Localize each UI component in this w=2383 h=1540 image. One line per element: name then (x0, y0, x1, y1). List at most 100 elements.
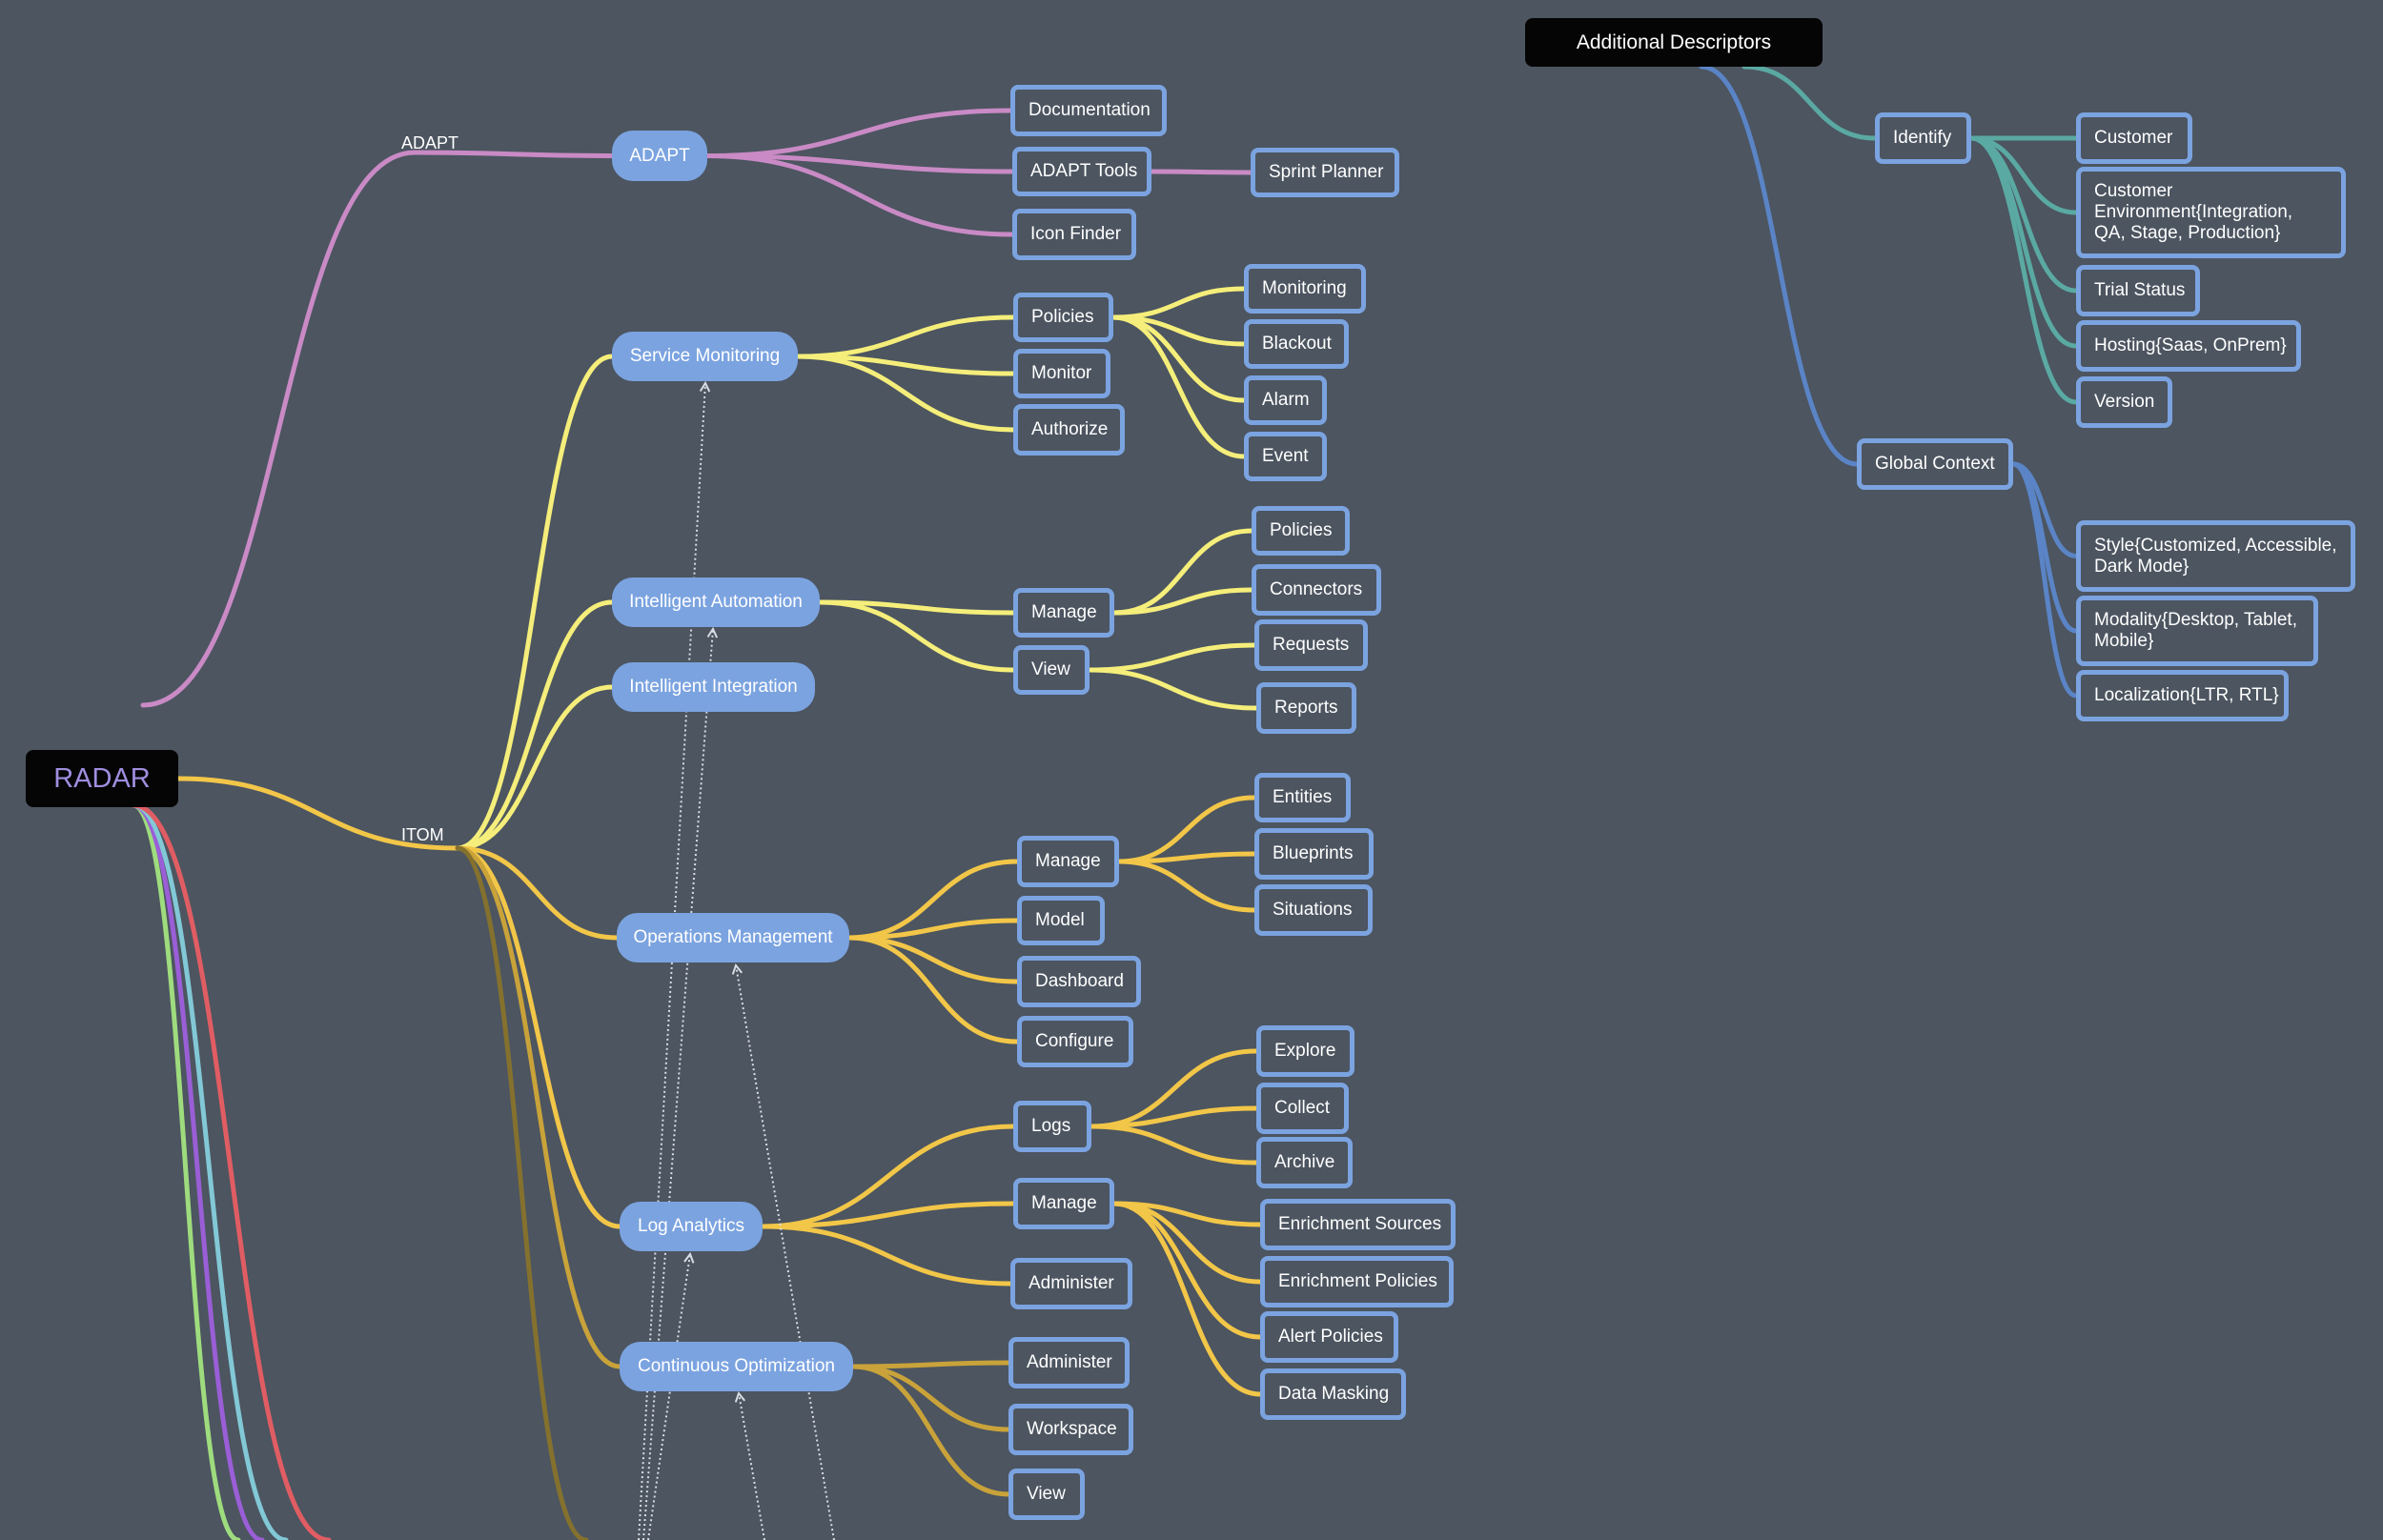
connector-itom-log_analytics (455, 845, 622, 1229)
node-blueprints[interactable]: Blueprints (1254, 828, 1374, 880)
additional-descriptors-node[interactable]: Additional Descriptors (1525, 18, 1823, 67)
crosslink-intelligent-automation-arrowhead (706, 626, 719, 638)
connector-operations_management-om_dashboard (846, 935, 1020, 984)
connector-root-offscreen-1 (131, 802, 265, 1540)
connector-la_logs-logs_archive (1089, 1124, 1259, 1165)
node-policies[interactable]: Policies (1252, 506, 1350, 556)
node-event[interactable]: Event (1244, 432, 1327, 481)
node-continuous-optimization[interactable]: Continuous Optimization (620, 1342, 853, 1391)
root-node-radar[interactable]: RADAR (26, 750, 178, 807)
connector-itom-operations_management (455, 845, 620, 941)
connector-ia_manage-iam_policies (1111, 528, 1254, 616)
node-explore[interactable]: Explore (1256, 1025, 1354, 1077)
node-manage[interactable]: Manage (1013, 588, 1114, 638)
node-enrichment-sources[interactable]: Enrichment Sources (1260, 1199, 1456, 1250)
node-identify[interactable]: Identify (1875, 112, 1971, 164)
connector-identify-id_hosting (1968, 135, 2079, 349)
node-log-analytics[interactable]: Log Analytics (620, 1202, 763, 1251)
crosslink-continuous-optimization-arrowhead (734, 1390, 746, 1403)
connector-itom-offscreen (455, 845, 589, 1540)
node-situations[interactable]: Situations (1254, 884, 1373, 936)
connector-ia_manage-iam_connectors (1111, 587, 1254, 616)
node-policies[interactable]: Policies (1013, 293, 1113, 342)
node-localization[interactable]: Localization{LTR, RTL} (2076, 670, 2289, 721)
connector-root-offscreen-3 (131, 802, 332, 1540)
crosslink-continuous-optimization (738, 1392, 765, 1540)
connector-la_logs-logs_explore (1089, 1048, 1259, 1129)
node-adapt[interactable]: ADAPT (612, 131, 707, 181)
connector-itom-continuous_optimization (455, 845, 622, 1369)
node-collect[interactable]: Collect (1256, 1083, 1349, 1134)
connector-om_manage-omm_situations (1116, 859, 1257, 913)
node-alert-policies[interactable]: Alert Policies (1260, 1311, 1398, 1363)
connector-root-offscreen-2 (131, 802, 289, 1540)
connector-itom-intelligent_integration (455, 684, 615, 851)
connector-global_context-gc_localization (2010, 461, 2079, 699)
connector-adapt-icon_finder (704, 153, 1015, 237)
crosslink-operations-management (735, 964, 835, 1540)
node-service-monitoring[interactable]: Service Monitoring (612, 332, 798, 381)
node-documentation[interactable]: Documentation (1010, 85, 1167, 136)
node-icon-finder[interactable]: Icon Finder (1012, 209, 1136, 260)
connector-continuous_optimization-co_view (850, 1364, 1011, 1497)
connector-sm_policies-pol_event (1110, 314, 1247, 459)
node-requests[interactable]: Requests (1254, 619, 1368, 671)
connector-adapt-label (412, 150, 615, 158)
node-intelligent-automation[interactable]: Intelligent Automation (612, 578, 820, 627)
node-blackout[interactable]: Blackout (1244, 319, 1349, 369)
node-logs[interactable]: Logs (1013, 1101, 1091, 1152)
crosslink-log-analytics (647, 1253, 691, 1540)
node-hosting[interactable]: Hosting{Saas, OnPrem} (2076, 320, 2301, 372)
connector-log_analytics-la_administer (760, 1224, 1013, 1287)
connector-service_monitoring-sm_policies (795, 314, 1016, 359)
node-connectors[interactable]: Connectors (1252, 564, 1381, 616)
node-monitoring[interactable]: Monitoring (1244, 264, 1366, 314)
node-enrichment-policies[interactable]: Enrichment Policies (1260, 1256, 1454, 1307)
connector-sm_policies-pol_monitoring (1110, 286, 1247, 320)
connector-additional-identify (1741, 64, 1878, 141)
node-operations-management[interactable]: Operations Management (617, 913, 849, 962)
node-alarm[interactable]: Alarm (1244, 375, 1327, 425)
connector-identify-id_version (1968, 135, 2079, 405)
node-administer[interactable]: Administer (1008, 1337, 1130, 1388)
node-global-context[interactable]: Global Context (1857, 438, 2013, 490)
node-style[interactable]: Style{Customized, Accessible, Dark Mode} (2076, 520, 2355, 592)
node-adapt-tools[interactable]: ADAPT Tools (1012, 147, 1151, 196)
connector-continuous_optimization-co_administer (850, 1360, 1011, 1369)
node-configure[interactable]: Configure (1017, 1016, 1133, 1067)
node-trial-status[interactable]: Trial Status (2076, 265, 2200, 316)
branch-label-itom: ITOM (401, 825, 444, 844)
node-archive[interactable]: Archive (1256, 1137, 1353, 1188)
connector-operations_management-om_manage (846, 859, 1020, 941)
node-version[interactable]: Version (2076, 376, 2172, 428)
node-view[interactable]: View (1008, 1469, 1085, 1520)
node-sprint-planner[interactable]: Sprint Planner (1251, 148, 1399, 197)
node-modality[interactable]: Modality{Desktop, Tablet, Mobile} (2076, 596, 2318, 666)
node-view[interactable]: View (1013, 645, 1090, 695)
node-entities[interactable]: Entities (1254, 773, 1351, 822)
connector-la_manage-lam_data_masking (1111, 1201, 1263, 1397)
node-dashboard[interactable]: Dashboard (1017, 956, 1141, 1007)
node-customer-environment[interactable]: Customer Environment{Integration, QA, St… (2076, 167, 2346, 258)
connector-log_analytics-la_manage (760, 1201, 1016, 1229)
node-manage[interactable]: Manage (1013, 1178, 1114, 1229)
connector-root-itom (175, 776, 460, 851)
node-customer[interactable]: Customer (2076, 112, 2192, 164)
connector-continuous_optimization-co_workspace (850, 1364, 1011, 1432)
node-intelligent-integration[interactable]: Intelligent Integration (612, 662, 815, 712)
node-workspace[interactable]: Workspace (1008, 1404, 1133, 1455)
connector-itom-service_monitoring (455, 354, 615, 851)
node-administer[interactable]: Administer (1010, 1258, 1132, 1309)
connector-root-offscreen-0 (131, 802, 241, 1540)
node-model[interactable]: Model (1017, 896, 1105, 945)
node-monitor[interactable]: Monitor (1013, 349, 1110, 398)
node-authorize[interactable]: Authorize (1013, 404, 1125, 456)
connector-intelligent_automation-ia_view (817, 599, 1016, 673)
node-reports[interactable]: Reports (1256, 682, 1356, 734)
connector-adapt-documentation (704, 108, 1013, 158)
connector-ia_view-iav_requests (1087, 642, 1257, 673)
node-data-masking[interactable]: Data Masking (1260, 1368, 1406, 1420)
node-manage[interactable]: Manage (1017, 836, 1119, 887)
